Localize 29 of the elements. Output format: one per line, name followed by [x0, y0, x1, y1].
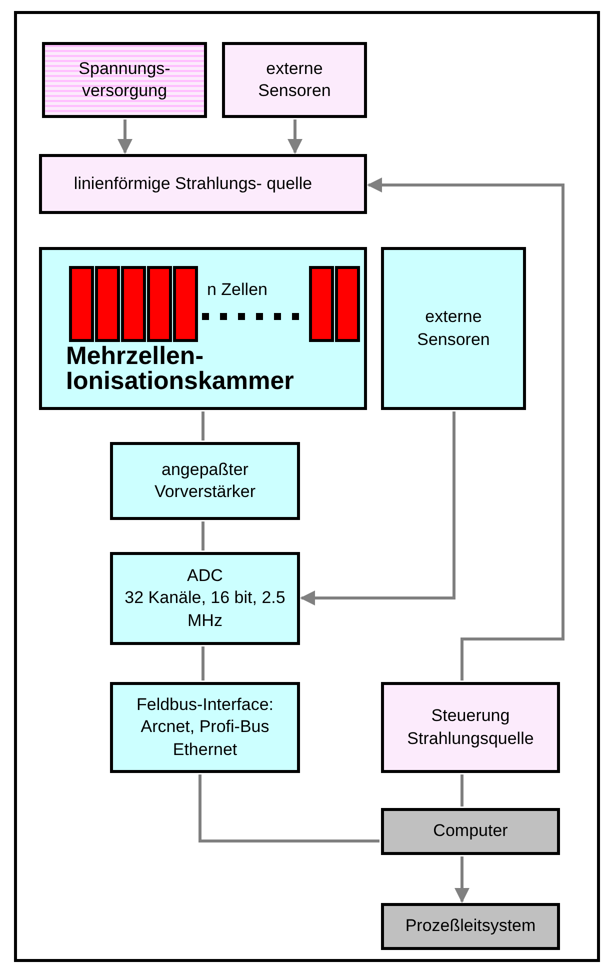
process-box [381, 903, 560, 950]
cell-count-label: n Zellen [207, 280, 268, 300]
process-box [42, 42, 207, 118]
connector-arrow [454, 856, 470, 903]
chamber-title: Mehrzellen- Ionisationskammer [66, 344, 295, 394]
process-box [381, 808, 560, 855]
process-box [39, 154, 367, 214]
process-box [381, 682, 560, 773]
box-label: ADC [187, 565, 223, 588]
connector-arrow [300, 412, 456, 606]
box-label: 32 Kanäle, 16 bit, 2.5 MHz [124, 587, 286, 632]
box-label: angepaßter Vorverstärker [153, 458, 257, 503]
connector-arrow [288, 120, 302, 154]
box-label: Feldbus-Interface: Arcnet, Profi-Bus Ethernet [135, 694, 274, 761]
box-label: externe Sensoren [257, 58, 332, 102]
process-box [222, 42, 367, 118]
box-label: linienförmige Strahlungs- quelle [74, 172, 312, 195]
connector-arrow [118, 120, 132, 154]
box-label: Computer [433, 820, 508, 842]
process-box [110, 442, 300, 520]
process-box [381, 247, 526, 410]
box-label: externe Sensoren [416, 306, 491, 350]
connector-arrow [367, 178, 564, 680]
process-box [110, 552, 300, 645]
box-label: Prozeßleitsystem [405, 915, 536, 938]
process-box [39, 247, 367, 410]
box-label: Steuerung Strahlungsquelle [406, 705, 535, 750]
box-label: Spannungs- versorgung [78, 58, 172, 102]
process-box [110, 682, 300, 773]
